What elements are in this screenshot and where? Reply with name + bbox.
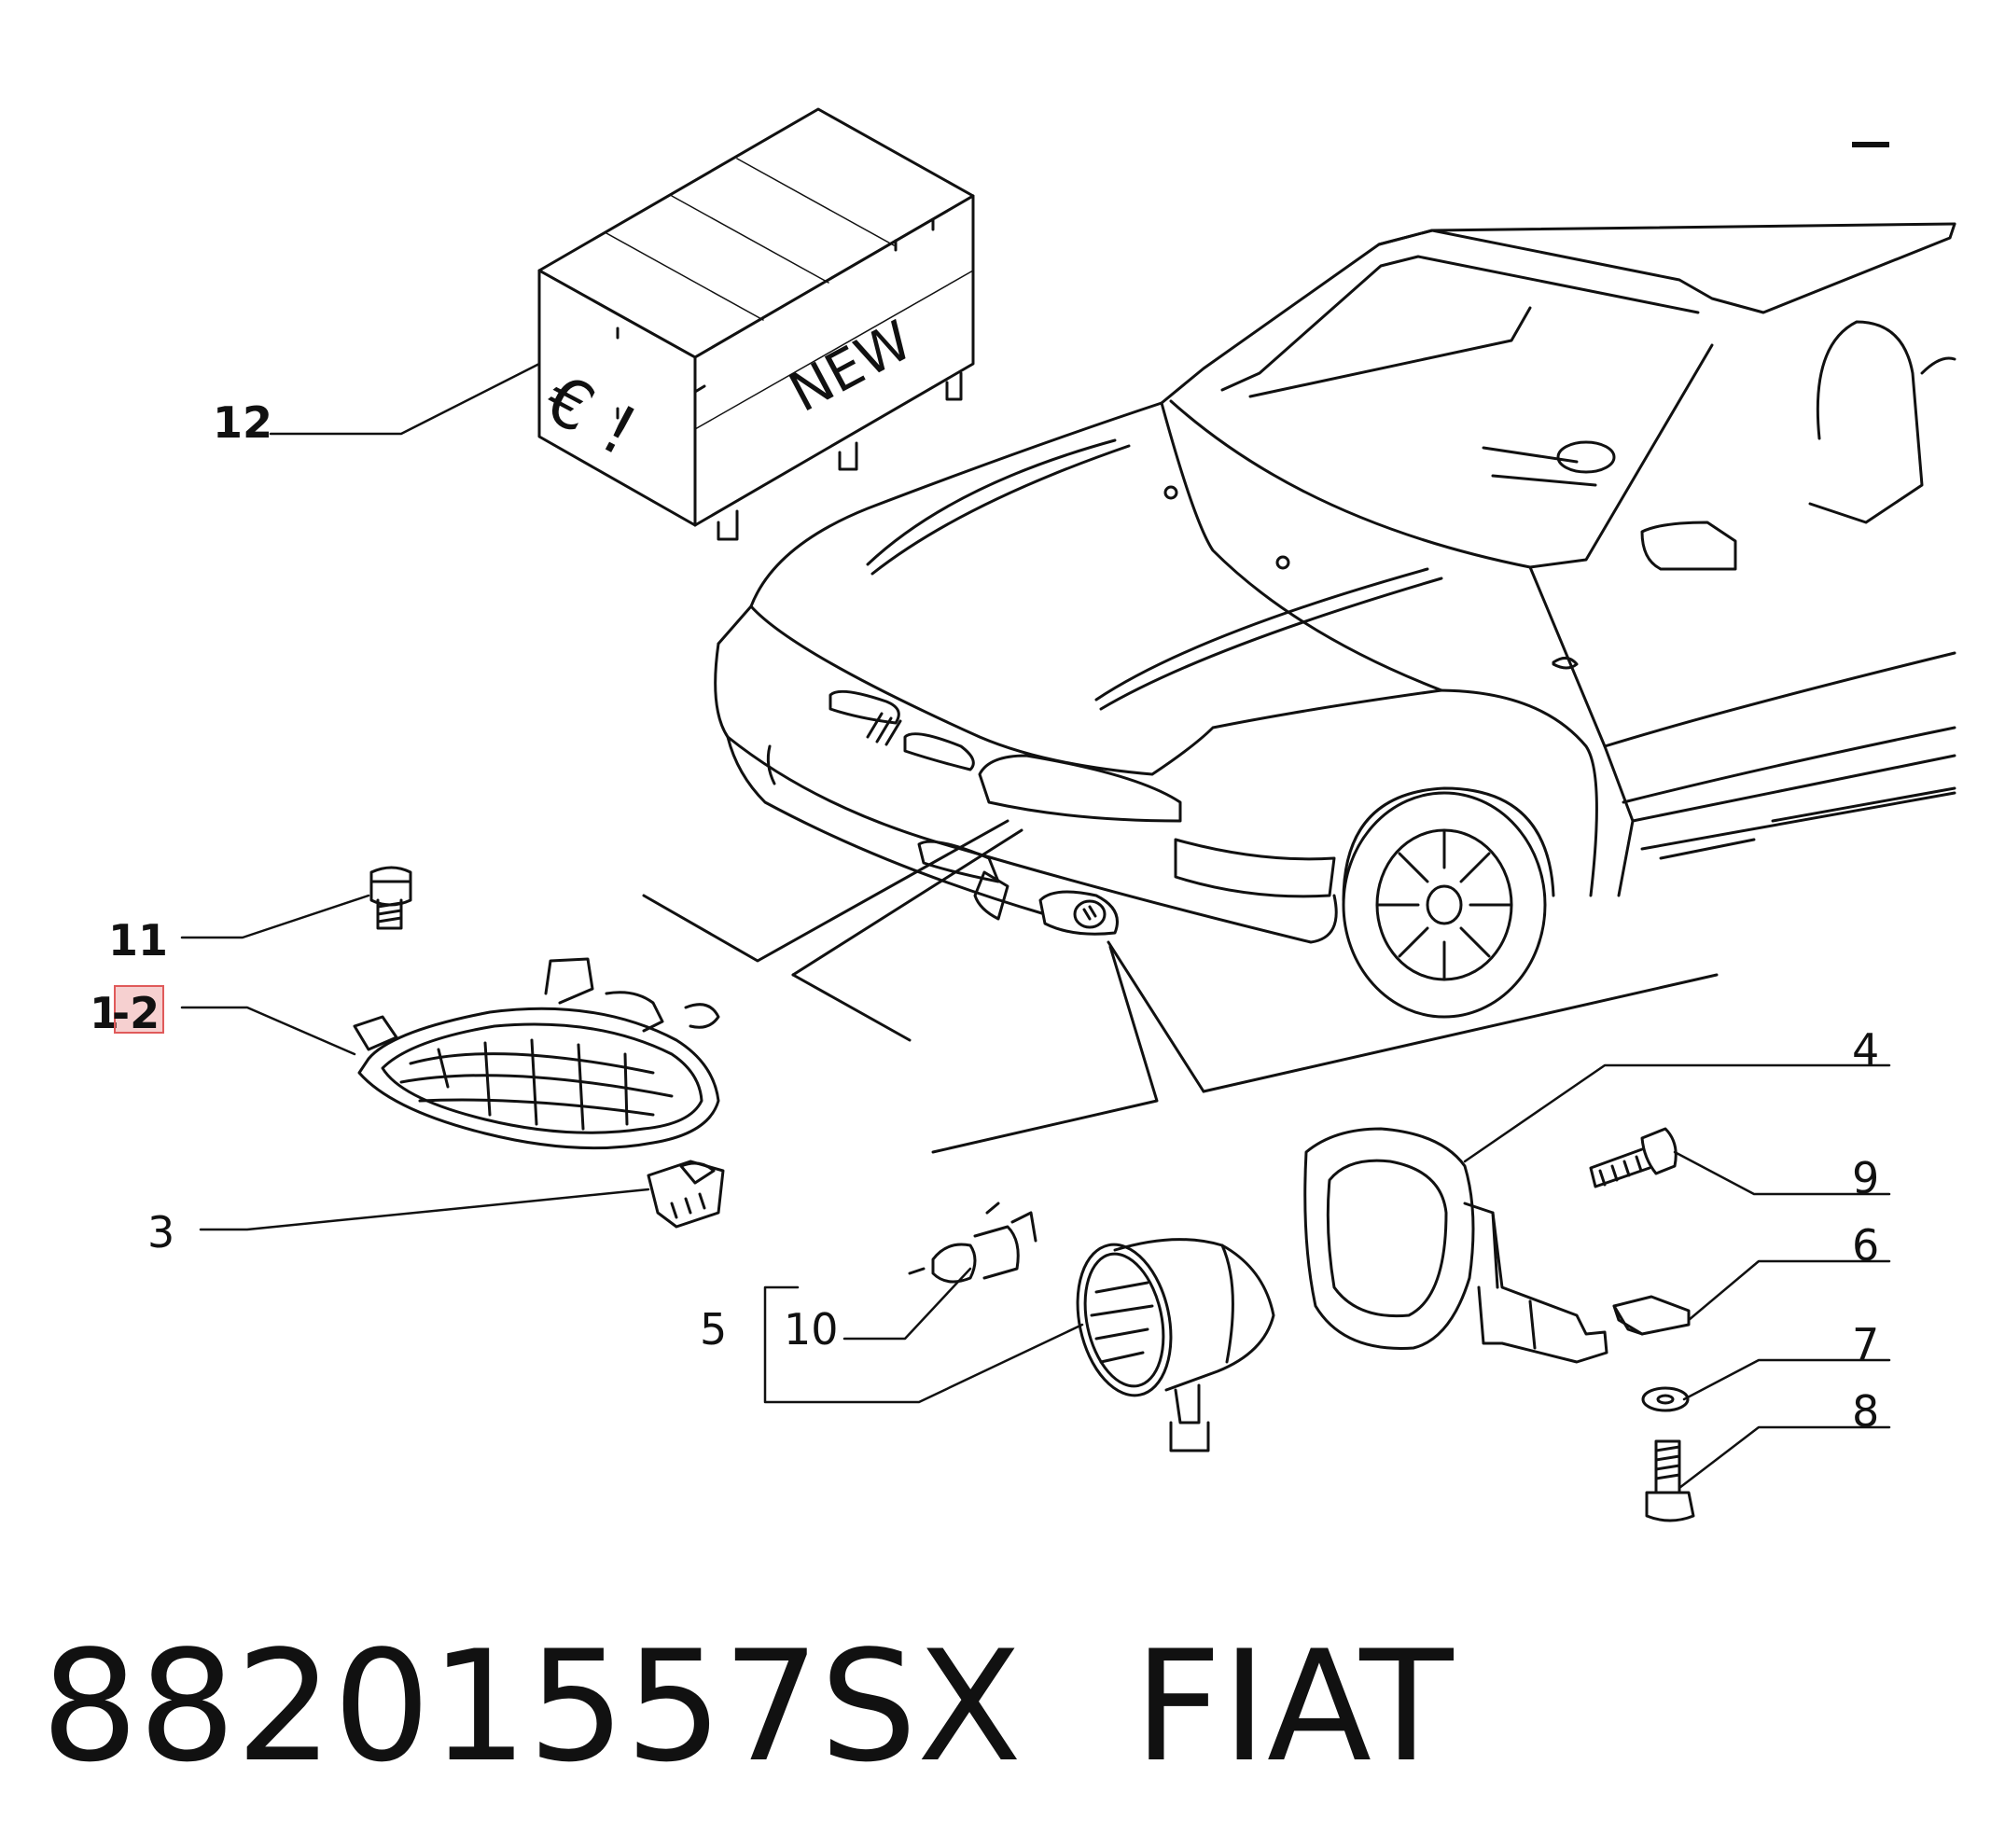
callout-leaders <box>180 362 1891 1490</box>
headlight-assembly <box>353 957 720 1150</box>
adjuster-part-3 <box>647 1160 725 1229</box>
part-number: 88201557SX <box>41 1618 1023 1796</box>
bolt-part-8 <box>1645 1439 1695 1522</box>
callout-9: 9 <box>1852 1153 1880 1203</box>
top-right-mark <box>1852 142 1889 147</box>
bolt-part-11 <box>369 866 412 930</box>
callout-10: 10 <box>784 1304 839 1355</box>
callout-5: 5 <box>700 1304 728 1355</box>
new-parts-box <box>537 107 975 541</box>
bulb-part-10 <box>908 1202 1037 1284</box>
fog-lamp-bracket-part-4 <box>1303 1127 1608 1364</box>
callout-2: -2 <box>112 988 160 1038</box>
callout-12: 12 <box>213 397 273 448</box>
car-outline <box>642 222 1956 1154</box>
fog-lamp-part-5 <box>1076 1238 1275 1452</box>
callout-4: 4 <box>1852 1024 1880 1075</box>
washer-part-7 <box>1641 1386 1690 1412</box>
callout-7: 7 <box>1852 1319 1880 1369</box>
callout-6: 6 <box>1852 1220 1880 1271</box>
brand-name: FIAT <box>1134 1618 1454 1796</box>
callout-3: 3 <box>147 1207 175 1257</box>
callout-8: 8 <box>1852 1386 1880 1437</box>
callout-11: 11 <box>108 915 169 966</box>
callout-2-highlight <box>114 985 164 1034</box>
clip-part-6 <box>1612 1295 1691 1336</box>
bolt-part-9 <box>1589 1127 1678 1188</box>
